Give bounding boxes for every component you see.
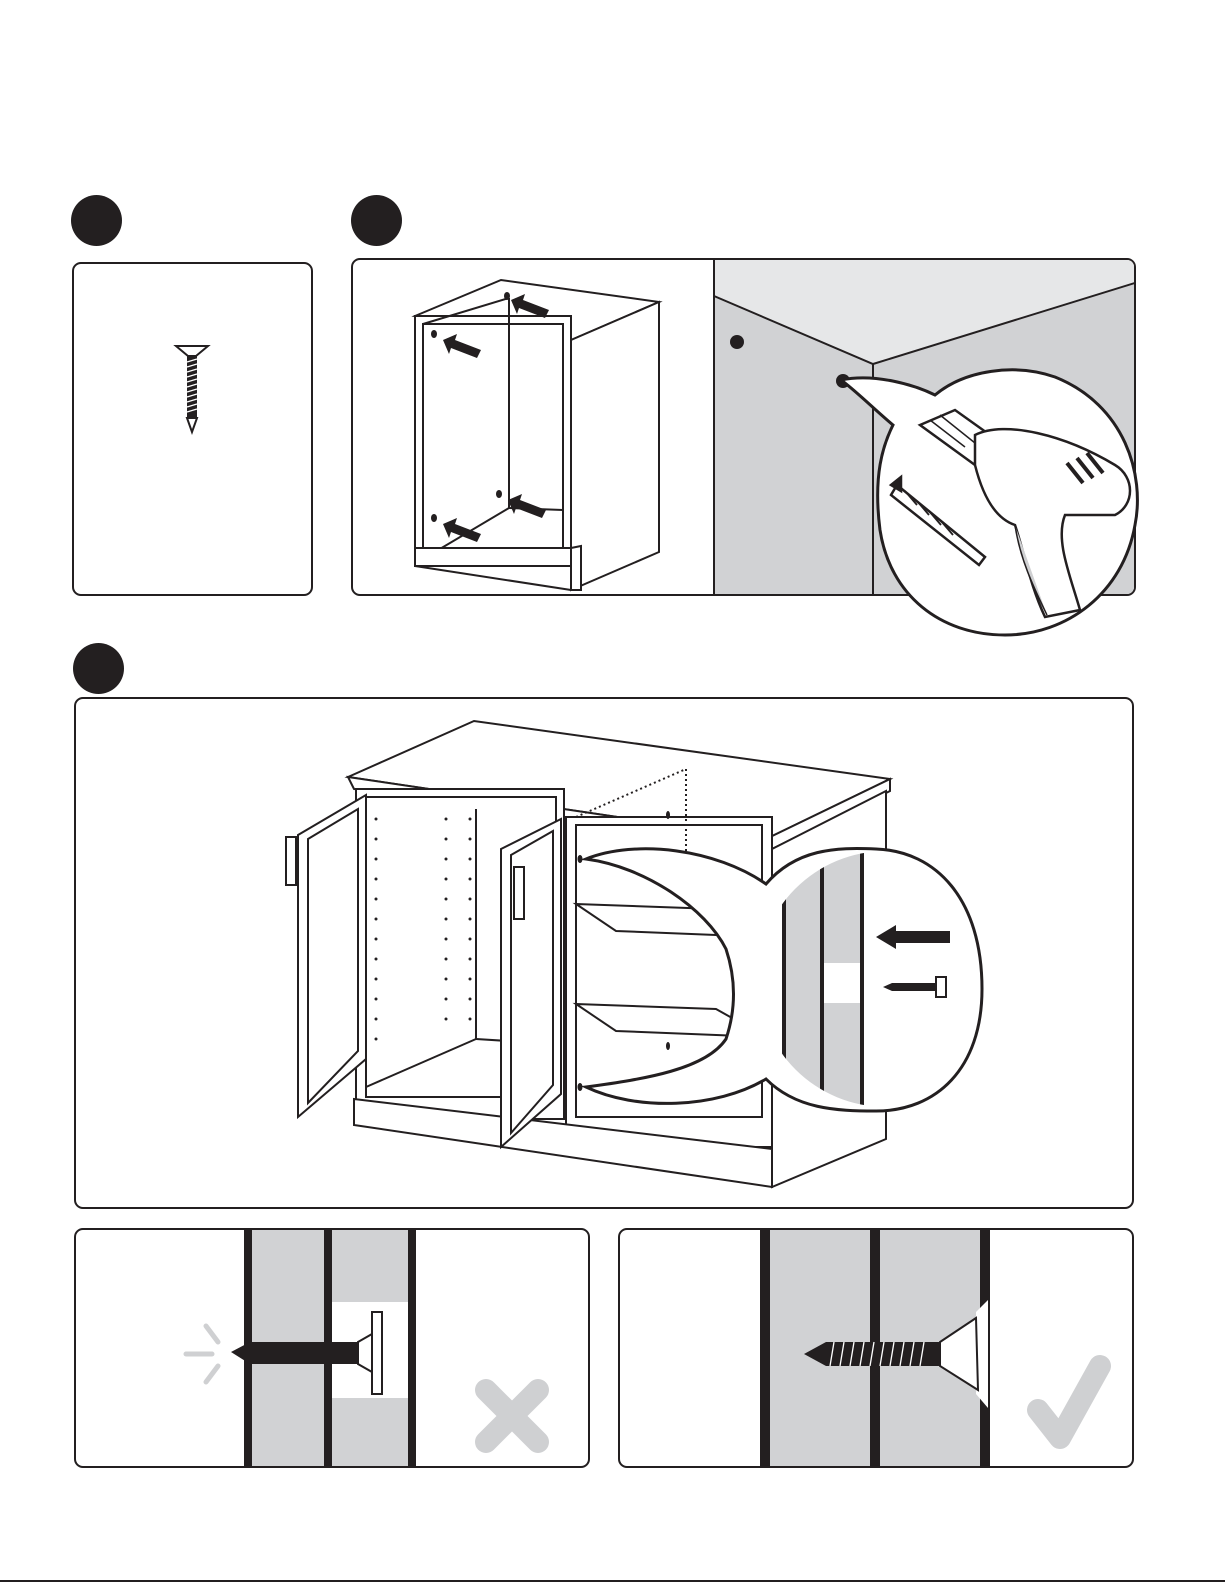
step-2-badge xyxy=(351,195,402,246)
check-mark-icon xyxy=(1038,1366,1100,1438)
drill-callout xyxy=(835,365,1165,665)
page-bottom-rule xyxy=(0,1580,1225,1582)
screw-part-panel xyxy=(72,262,313,596)
cabinet-carcass xyxy=(415,280,659,590)
screw-too-long-panel xyxy=(74,1228,590,1468)
screw-icon xyxy=(74,264,313,596)
screw-correct-length-panel xyxy=(618,1228,1134,1468)
wall-hole-marker xyxy=(730,335,744,349)
impact-lines xyxy=(186,1326,218,1382)
step-3-badge xyxy=(73,643,124,694)
cross-mark-icon xyxy=(486,1390,538,1442)
cabinet-joining-panel xyxy=(74,697,1134,1209)
step-1-badge xyxy=(71,195,122,246)
